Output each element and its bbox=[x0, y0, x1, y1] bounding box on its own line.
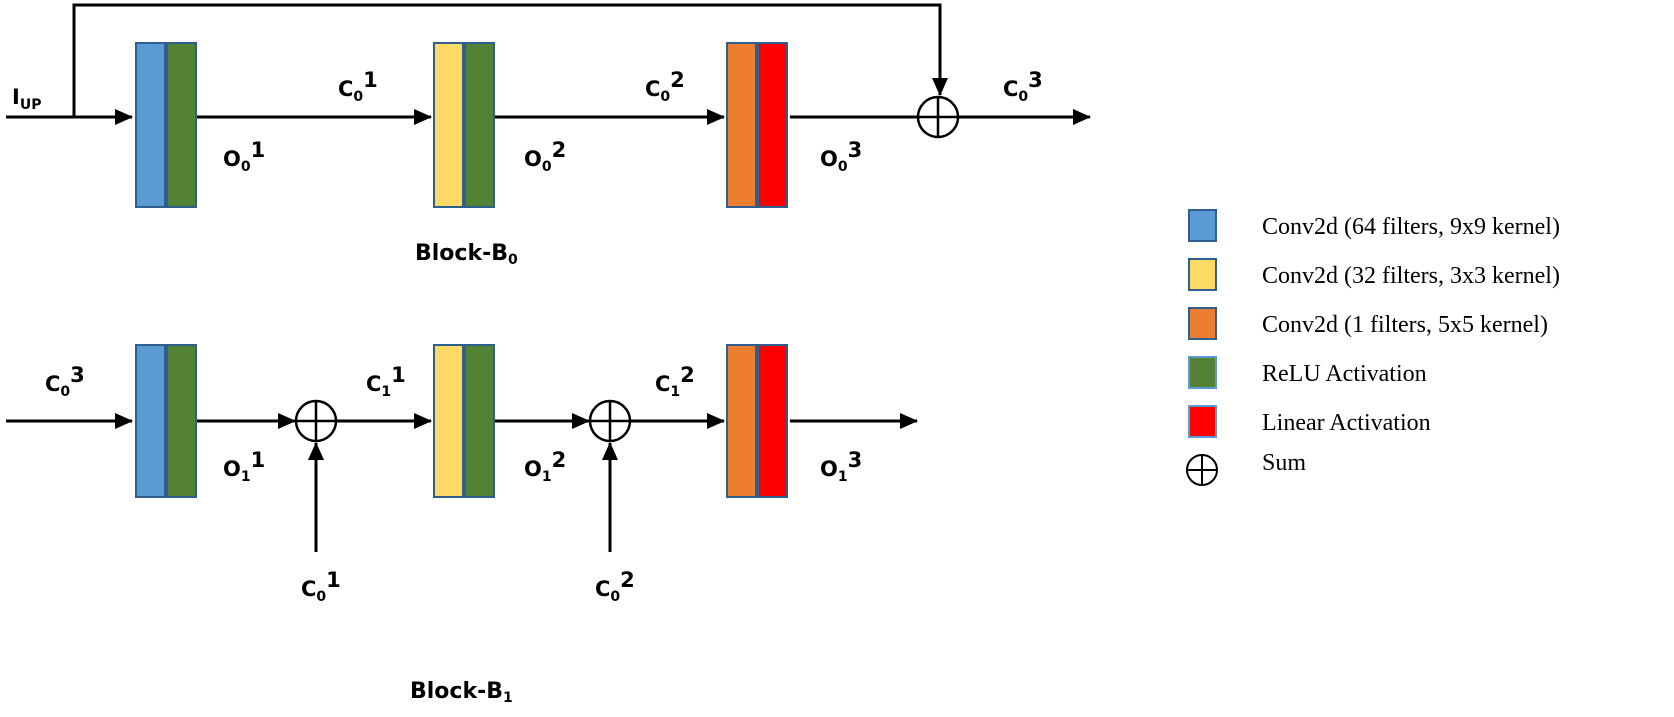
b1-layer3-block bbox=[726, 344, 788, 498]
b0-layer1-block bbox=[135, 42, 197, 208]
label-o13: O13 bbox=[820, 448, 862, 485]
legend-item: Conv2d (64 filters, 9x9 kernel) bbox=[1188, 209, 1560, 242]
b0-layer1-activation bbox=[166, 42, 197, 208]
label-skip-c02: C02 bbox=[595, 568, 635, 605]
label-c12: C12 bbox=[655, 363, 695, 400]
label-input-iup: IUP bbox=[12, 85, 41, 113]
label-c02: C02 bbox=[645, 68, 685, 105]
b1-layer2-activation bbox=[464, 344, 495, 498]
b1-layer3-conv bbox=[726, 344, 757, 498]
b1-layer2-conv bbox=[433, 344, 464, 498]
legend-swatch bbox=[1188, 405, 1217, 438]
legend-item: Conv2d (1 filters, 5x5 kernel) bbox=[1188, 307, 1548, 340]
b1-layer3-activation bbox=[757, 344, 788, 498]
sum-node-b1-1 bbox=[294, 399, 338, 443]
legend: Sum Conv2d (64 filters, 9x9 kernel) Conv2… bbox=[1186, 209, 1560, 486]
legend-swatch bbox=[1188, 307, 1217, 340]
legend-sum: Sum bbox=[1186, 450, 1306, 486]
b0-layer2-block bbox=[433, 42, 495, 208]
legend-item: Linear Activation bbox=[1188, 405, 1431, 438]
b0-layer2-activation bbox=[464, 42, 495, 208]
sum-node-b1-2 bbox=[588, 399, 632, 443]
legend-label: Linear Activation bbox=[1262, 410, 1431, 436]
skip-connection-b0 bbox=[72, 3, 948, 117]
label-o03: O03 bbox=[820, 138, 862, 175]
b0-layer3-block bbox=[726, 42, 788, 208]
b0-layer3-conv bbox=[726, 42, 757, 208]
legend-swatch bbox=[1188, 356, 1217, 389]
legend-label: Conv2d (1 filters, 5x5 kernel) bbox=[1262, 312, 1548, 338]
label-o12: O12 bbox=[524, 448, 566, 485]
b1-layer1-block bbox=[135, 344, 197, 498]
b0-layer3-activation bbox=[757, 42, 788, 208]
b0-layer2-conv bbox=[433, 42, 464, 208]
block1-title: Block-B1 bbox=[410, 679, 513, 706]
label-o11: O11 bbox=[223, 448, 265, 485]
label-c01: C01 bbox=[338, 68, 378, 105]
legend-label: Conv2d (32 filters, 3x3 kernel) bbox=[1262, 263, 1560, 289]
legend-item: Conv2d (32 filters, 3x3 kernel) bbox=[1188, 258, 1560, 291]
legend-label: Conv2d (64 filters, 9x9 kernel) bbox=[1262, 214, 1560, 240]
label-skip-c01: C01 bbox=[301, 568, 341, 605]
b1-layer1-conv bbox=[135, 344, 166, 498]
legend-label: ReLU Activation bbox=[1262, 361, 1427, 387]
label-o01: O01 bbox=[223, 138, 265, 175]
block1-connectors bbox=[6, 413, 918, 552]
legend-swatch bbox=[1188, 209, 1217, 242]
legend-sum-label: Sum bbox=[1262, 450, 1306, 476]
block0-title: Block-B0 bbox=[415, 241, 518, 268]
label-c11: C11 bbox=[366, 363, 406, 400]
label-o02: O02 bbox=[524, 138, 566, 175]
b1-layer1-activation bbox=[166, 344, 197, 498]
legend-item: ReLU Activation bbox=[1188, 356, 1427, 389]
b0-layer1-conv bbox=[135, 42, 166, 208]
label-c03: C03 bbox=[1003, 68, 1043, 105]
b1-layer2-block bbox=[433, 344, 495, 498]
layer-blocks bbox=[135, 42, 788, 498]
block0-connectors bbox=[6, 3, 1091, 125]
sum-node-b0 bbox=[916, 95, 960, 139]
label-b1-input: C03 bbox=[45, 363, 85, 400]
legend-swatch bbox=[1188, 258, 1217, 291]
